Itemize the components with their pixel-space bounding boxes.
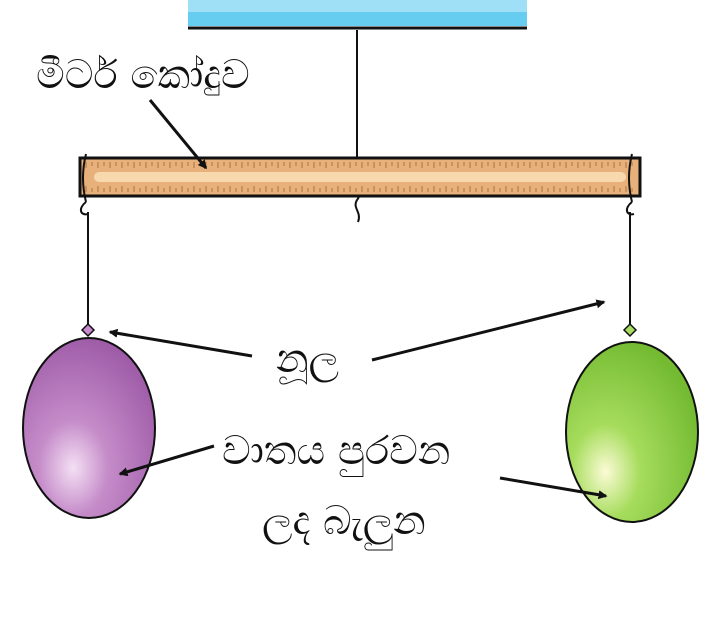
arrow-to-right-balloon [499,476,608,500]
meter-ruler-label: මීටර් කෝදුව [36,52,250,98]
balloon-label-line-2: ලද බැලුන [262,498,426,544]
annotation-arrows [108,99,608,500]
meter-ruler [78,153,642,203]
right-balloon [565,322,699,523]
string-label: නූල [276,336,339,382]
arrow-to-left-balloon [118,444,215,477]
arrow-to-ruler [148,99,208,170]
right-string [626,201,635,326]
ceiling [188,0,527,30]
arrow-to-right-string [371,299,606,362]
left-string [80,201,89,326]
balloon-label-line-1: වාතය පුරවන [222,428,451,474]
arrow-to-left-string [108,328,253,358]
left-balloon [22,322,156,519]
